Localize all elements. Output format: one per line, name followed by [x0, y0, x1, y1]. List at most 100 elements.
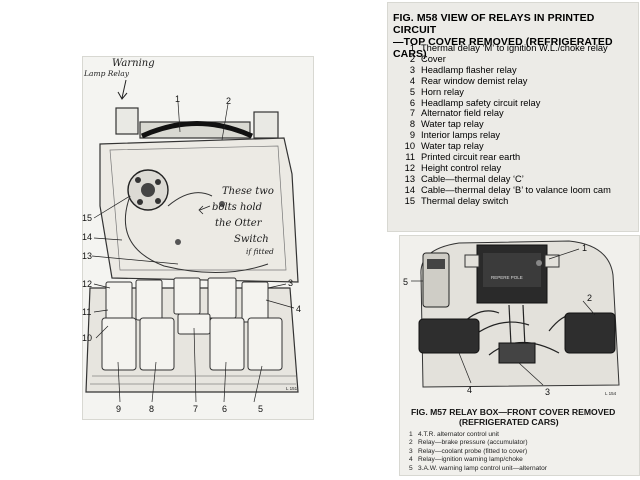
- m57-callout-3: 3: [545, 387, 550, 397]
- legend-number: 11: [405, 152, 415, 163]
- list-item: 8 Water tap relay: [393, 119, 633, 130]
- handwritten-note-4: Switch: [234, 234, 269, 245]
- list-item: 15 Thermal delay switch: [393, 196, 633, 207]
- callout-2: 2: [226, 96, 231, 106]
- legend-text: 3.A.W. warning lamp control unit—alterna…: [418, 464, 548, 472]
- handwritten-note-3: the Otter: [215, 218, 263, 229]
- legend-text: Interior lamps relay: [421, 130, 501, 141]
- legend-text: Horn relay: [421, 86, 464, 97]
- list-item: 7 Alternator field relay: [393, 108, 633, 119]
- handwritten-note-1: These two: [222, 186, 274, 197]
- relay-brake-pressure: [564, 312, 616, 354]
- legend-text: Thermal delay switch: [421, 195, 509, 206]
- legend-text: Thermal delay ‘M’ to ignition W.L./choke…: [421, 43, 608, 53]
- thermal-cable: [140, 121, 254, 139]
- legend-text: Printed circuit rear earth: [421, 152, 521, 163]
- figure-ref-code: L 151: [286, 386, 298, 391]
- legend-number: 12: [404, 162, 415, 173]
- fig-m58-title: FIG. M58 VIEW OF RELAYS IN PRINTED CIRCU…: [393, 12, 639, 60]
- relay-box-drawing: REPERE POLE 1 2 3 4 5 L 154: [403, 240, 620, 397]
- legend-number: 9: [409, 130, 415, 141]
- legend-text: Cable—thermal delay ‘B’ to valance loom …: [421, 184, 611, 195]
- legend-number: 1: [409, 43, 415, 53]
- callout-1: 1: [175, 94, 180, 104]
- legend-text: 4.T.R. alternator control unit: [418, 431, 499, 438]
- callout-12: 12: [82, 279, 92, 289]
- fig-m57-caption: FIG. M57 RELAY BOX—FRONT COVER REMOVED (…: [411, 407, 636, 427]
- relay-blocks: [101, 277, 283, 371]
- callout-10: 10: [82, 333, 92, 343]
- callout-15: 15: [82, 213, 92, 223]
- legend-text: Relay—brake pressure (accumulator): [418, 439, 528, 447]
- fig-m57-caption-line1: FIG. M57 RELAY BOX—FRONT COVER REMOVED: [411, 407, 616, 417]
- callout-leaders: [91, 101, 295, 403]
- handwritten-lamp-relay: Lamp Relay: [83, 69, 130, 78]
- callout-4: 4: [296, 304, 301, 314]
- handwritten-arrow: [117, 79, 128, 100]
- m57-callout-4: 4: [467, 385, 472, 395]
- legend-text: Rear window demist relay: [421, 75, 528, 86]
- list-item: 5 Horn relay: [393, 87, 633, 98]
- fig-m58-legend-panel: FIG. M58 VIEW OF RELAYS IN PRINTED CIRCU…: [387, 2, 639, 232]
- handwritten-warning: Warning: [112, 58, 155, 69]
- legend-text: Water tap relay: [421, 119, 484, 130]
- m57-ref-code: L 154: [605, 391, 617, 396]
- m57-callout-1: 1: [582, 243, 587, 253]
- list-item: 12 Height control relay: [393, 163, 633, 174]
- callout-3: 3: [288, 278, 293, 288]
- legend-text: Headlamp flasher relay: [421, 64, 517, 75]
- relay-label: REPERE POLE: [491, 275, 523, 280]
- legend-text: Relay—coolant probe (fitted to cover): [418, 447, 528, 455]
- legend-text: Relay—ignition warning lamp/choke: [418, 456, 523, 464]
- fig-m58-title-line2: —TOP COVER REMOVED (REFRIGERATED CARS): [393, 36, 613, 60]
- handwritten-note-2: bolts hold: [212, 202, 262, 213]
- legend-number: 8: [409, 119, 415, 130]
- legend-text: Height control relay: [421, 162, 502, 173]
- legend-number: 3: [409, 447, 413, 455]
- handwritten-note-5: if fitted: [246, 247, 274, 256]
- legend-number: 4: [409, 456, 413, 464]
- legend-number: 13: [404, 173, 415, 184]
- list-item: 1 Thermal delay ‘M’ to ignition W.L./chok…: [393, 43, 633, 54]
- relay-printed-circuit-diagram: Warning Lamp Relay These two bolts hold …: [82, 56, 314, 420]
- fig-m57-legend-list: 1 4.T.R. alternator control unit 2 Relay—b…: [409, 431, 639, 473]
- legend-number: 2: [409, 53, 415, 64]
- list-item: 9 Interior lamps relay: [393, 130, 633, 141]
- callout-5: 5: [258, 404, 263, 414]
- list-item: 1 4.T.R. alternator control unit: [409, 431, 639, 439]
- legend-number: 1: [409, 431, 413, 438]
- legend-number: 5: [409, 86, 415, 97]
- callout-14: 14: [82, 232, 92, 242]
- relay-diagram-drawing: Warning Lamp Relay These two bolts hold …: [82, 58, 301, 414]
- legend-number: 15: [404, 195, 415, 206]
- m57-callout-2: 2: [587, 293, 592, 303]
- fig-m58-legend-list: 1 Thermal delay ‘M’ to ignition W.L./chok…: [393, 43, 633, 207]
- legend-text: Headlamp safety circuit relay: [421, 97, 541, 108]
- list-item: 13 Cable—thermal delay ‘C’: [393, 174, 633, 185]
- list-item: 3 Relay—coolant probe (fitted to cover): [409, 448, 639, 456]
- legend-text: Alternator field relay: [421, 108, 504, 119]
- callout-6: 6: [222, 404, 227, 414]
- legend-text: Water tap relay: [421, 141, 484, 152]
- legend-number: 3: [409, 64, 415, 75]
- list-item: 5 3.A.W. warning lamp control unit—altern…: [409, 465, 639, 473]
- list-item: 4 Relay—ignition warning lamp/choke: [409, 456, 639, 464]
- relay-coolant-probe: [498, 342, 536, 364]
- legend-number: 5: [409, 464, 413, 472]
- legend-number: 6: [409, 97, 415, 108]
- list-item: 3 Headlamp flasher relay: [393, 65, 633, 76]
- legend-number: 10: [404, 141, 415, 152]
- callout-11: 11: [82, 307, 91, 317]
- callout-8: 8: [149, 404, 154, 414]
- legend-text: Cable—thermal delay ‘C’: [421, 173, 524, 184]
- fig-m57-caption-line2: (REFRIGERATED CARS): [459, 417, 559, 427]
- callout-7: 7: [193, 404, 198, 414]
- legend-number: 7: [409, 108, 415, 119]
- relay-ignition-warning-lamp: [418, 318, 480, 354]
- list-item: 2 Relay—brake pressure (accumulator): [409, 439, 639, 447]
- list-item: 6 Headlamp safety circuit relay: [393, 98, 633, 109]
- legend-number: 14: [404, 184, 415, 195]
- legend-number: 2: [409, 439, 413, 447]
